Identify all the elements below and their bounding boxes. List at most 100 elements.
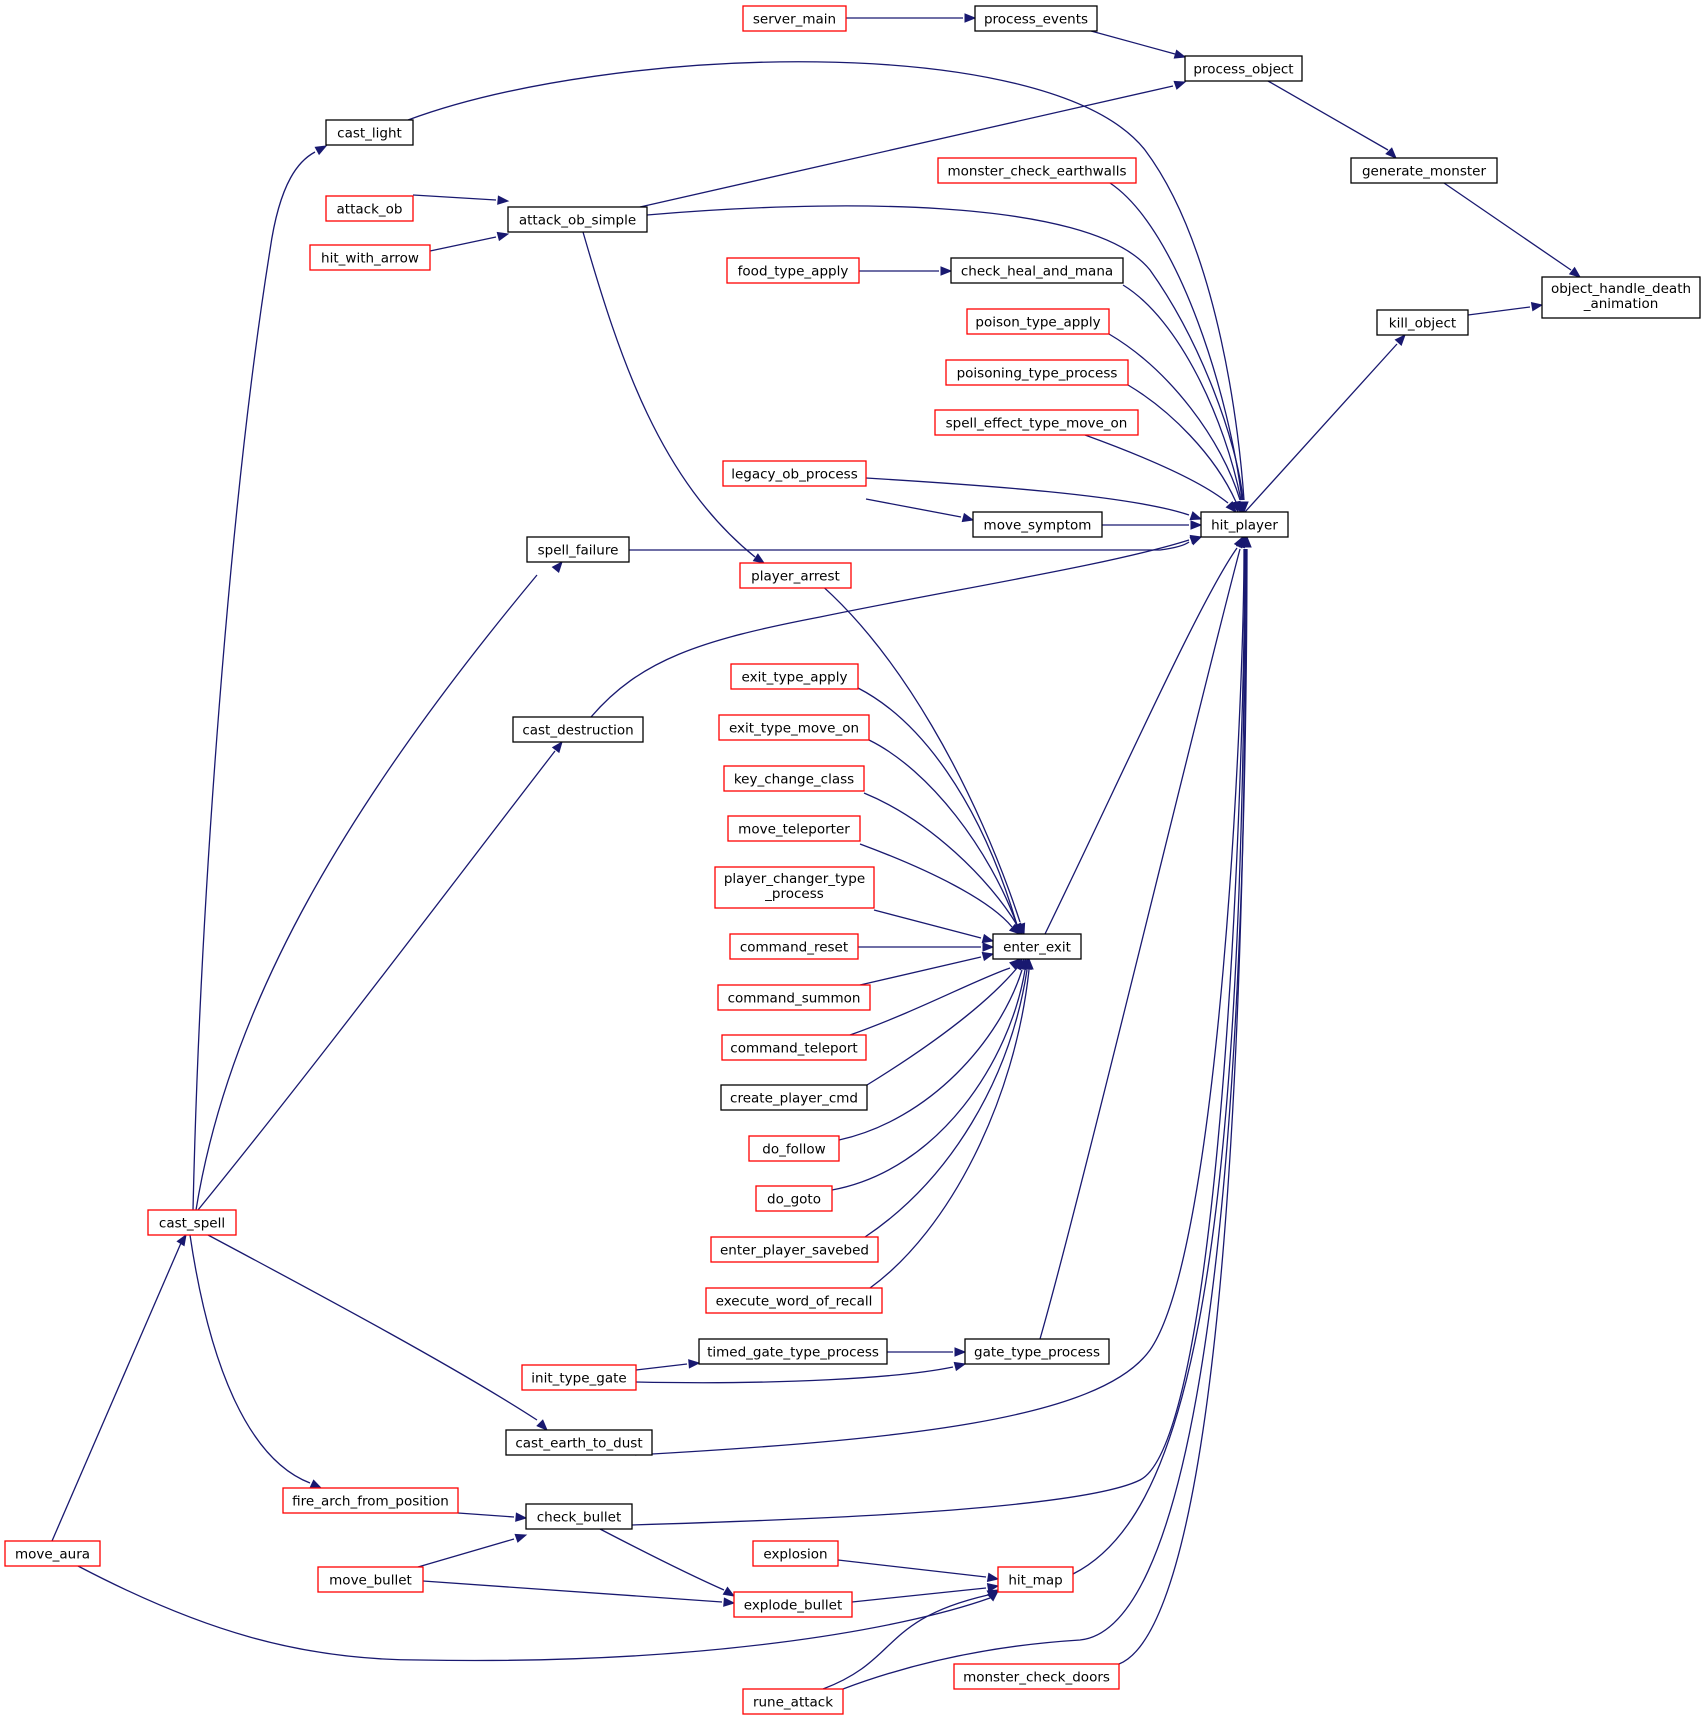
call-edge <box>407 61 1245 501</box>
node-check-bullet[interactable]: check_bullet <box>525 1503 633 1530</box>
node-label: kill_object <box>1389 316 1456 332</box>
node-spell-effect-type-move-on[interactable]: spell_effect_type_move_on <box>934 409 1139 436</box>
node-box <box>525 1503 633 1530</box>
node-move-aura[interactable]: move_aura <box>4 1540 101 1567</box>
node-fire-arch-from-position[interactable]: fire_arch_from_position <box>282 1487 459 1514</box>
node-label: command_summon <box>728 991 861 1007</box>
node-kill-object[interactable]: kill_object <box>1376 309 1469 336</box>
arrowhead <box>314 145 328 156</box>
node-label: spell_failure <box>538 543 619 559</box>
node-food-type-apply[interactable]: food_type_apply <box>726 257 860 284</box>
arrowhead <box>1225 501 1237 514</box>
node-hit-map[interactable]: hit_map <box>997 1566 1074 1593</box>
call-edge <box>631 548 1246 1526</box>
node-server-main[interactable]: server_main <box>742 5 847 32</box>
node-label: timed_gate_type_process <box>707 1345 879 1361</box>
node-attack-ob-simple[interactable]: attack_ob_simple <box>507 206 648 233</box>
node-cast-earth-to-dust[interactable]: cast_earth_to_dust <box>505 1429 653 1456</box>
arrowhead <box>752 553 766 564</box>
node-player-changer-type-process[interactable]: player_changer_type_process <box>714 866 875 909</box>
node-enter-exit[interactable]: enter_exit <box>992 933 1082 960</box>
call-edge <box>189 1234 311 1484</box>
node-box <box>507 206 648 233</box>
node-cast-light[interactable]: cast_light <box>325 119 414 146</box>
node-object-handle-death-animation[interactable]: object_handle_death_animation <box>1541 276 1701 319</box>
node-execute-word-of-recall[interactable]: execute_word_of_recall <box>705 1287 883 1314</box>
node-box <box>317 1566 424 1593</box>
node-do-follow[interactable]: do_follow <box>748 1135 840 1162</box>
arrowhead <box>1173 49 1187 59</box>
edges-layer <box>51 13 1582 1690</box>
node-explosion[interactable]: explosion <box>752 1540 839 1567</box>
node-box <box>717 984 871 1011</box>
arrowhead <box>1189 534 1203 545</box>
node-command-reset[interactable]: command_reset <box>729 933 859 960</box>
node-command-teleport[interactable]: command_teleport <box>721 1034 867 1061</box>
node-process-object[interactable]: process_object <box>1184 55 1303 82</box>
node-exit-type-move-on[interactable]: exit_type_move_on <box>718 714 870 741</box>
call-edge <box>837 1559 987 1578</box>
node-gate-type-process[interactable]: gate_type_process <box>964 1338 1110 1365</box>
call-edge <box>1039 548 1241 1340</box>
node-legacy-ob-process[interactable]: legacy_ob_process <box>722 460 867 487</box>
arrowhead <box>961 512 975 523</box>
node-do-goto[interactable]: do_goto <box>755 1185 833 1212</box>
call-edge <box>207 1234 538 1421</box>
node-cast-destruction[interactable]: cast_destruction <box>512 716 644 743</box>
node-move-symptom[interactable]: move_symptom <box>972 511 1103 538</box>
arrowhead <box>1190 520 1203 530</box>
node-key-change-class[interactable]: key_change_class <box>723 765 865 792</box>
node-box <box>950 257 1124 284</box>
arrowhead <box>981 951 995 962</box>
call-edge <box>1443 182 1572 271</box>
call-edge <box>831 969 1026 1191</box>
node-label: process_object <box>1193 62 1293 78</box>
node-generate-monster[interactable]: generate_monster <box>1350 157 1498 184</box>
call-edge <box>838 969 1023 1141</box>
node-cast-spell[interactable]: cast_spell <box>147 1209 237 1236</box>
call-edge <box>192 151 316 1211</box>
node-process-events[interactable]: process_events <box>974 5 1098 32</box>
node-rune-attack[interactable]: rune_attack <box>742 1688 844 1715</box>
call-edge <box>1090 30 1176 55</box>
node-poisoning-type-process[interactable]: poisoning_type_process <box>945 359 1129 386</box>
node-command-summon[interactable]: command_summon <box>717 984 871 1011</box>
node-box <box>972 511 1103 538</box>
node-timed-gate-type-process[interactable]: timed_gate_type_process <box>698 1338 888 1365</box>
call-edge <box>1267 80 1389 151</box>
node-label: hit_with_arrow <box>321 251 419 267</box>
node-poison-type-apply[interactable]: poison_type_apply <box>966 308 1110 335</box>
node-attack-ob[interactable]: attack_ob <box>325 195 414 222</box>
node-monster-check-doors[interactable]: monster_check_doors <box>953 1663 1120 1690</box>
node-explode-bullet[interactable]: explode_bullet <box>733 1591 853 1618</box>
node-hit-player[interactable]: hit_player <box>1200 511 1289 538</box>
arrowhead <box>1008 923 1022 935</box>
node-move-teleporter[interactable]: move_teleporter <box>727 815 861 842</box>
arrowhead <box>953 1361 967 1372</box>
node-create-player-cmd[interactable]: create_player_cmd <box>720 1084 868 1111</box>
node-hit-with-arrow[interactable]: hit_with_arrow <box>309 244 431 271</box>
arrowhead <box>722 1586 736 1597</box>
node-exit-type-apply[interactable]: exit_type_apply <box>730 663 859 690</box>
arrowhead <box>515 1512 528 1522</box>
call-edge <box>422 1580 723 1603</box>
node-check-heal-and-mana[interactable]: check_heal_and_mana <box>950 257 1124 284</box>
call-edge <box>639 85 1174 208</box>
node-label: food_type_apply <box>738 264 849 280</box>
node-label: monster_check_earthwalls <box>947 164 1126 180</box>
node-enter-player-savebed[interactable]: enter_player_savebed <box>710 1236 879 1263</box>
node-spell-failure[interactable]: spell_failure <box>526 536 630 563</box>
node-label: move_teleporter <box>738 822 850 838</box>
node-label: cast_spell <box>159 1216 225 1232</box>
node-box <box>1200 511 1289 538</box>
call-edge <box>1084 434 1229 504</box>
node-monster-check-earthwalls[interactable]: monster_check_earthwalls <box>937 157 1137 184</box>
node-init-type-gate[interactable]: init_type_gate <box>521 1364 637 1391</box>
node-label: exit_type_move_on <box>729 721 859 737</box>
node-label-line2: _animation <box>1583 296 1659 312</box>
call-edge <box>1127 384 1237 503</box>
node-move-bullet[interactable]: move_bullet <box>317 1566 424 1593</box>
arrowhead <box>1231 500 1241 514</box>
node-player-arrest[interactable]: player_arrest <box>739 562 852 589</box>
